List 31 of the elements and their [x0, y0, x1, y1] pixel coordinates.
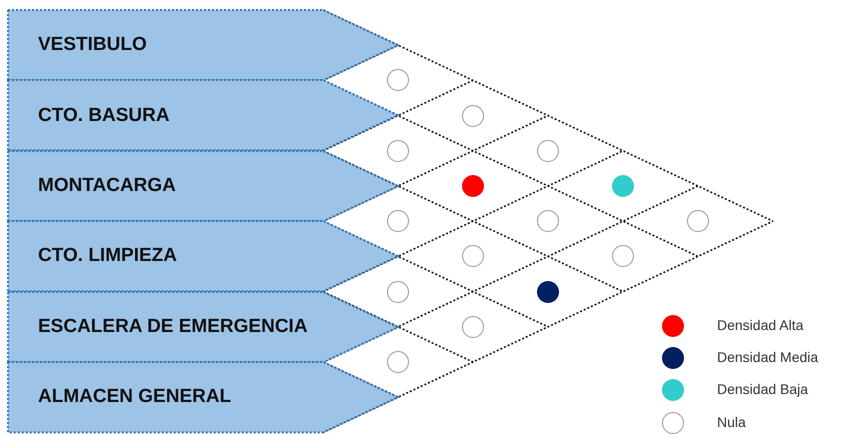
row-arrow-box — [8, 362, 398, 432]
circle-marker — [387, 140, 409, 162]
circle-marker — [387, 280, 409, 303]
row-label: CTO. LIMPIEZA — [38, 244, 177, 268]
row-label: CTO. BASURA — [38, 104, 170, 128]
row-label: MONTACARGA — [38, 174, 176, 198]
circle-marker — [537, 280, 559, 303]
circle-marker — [387, 351, 409, 373]
legend-label: Densidad Baja — [717, 381, 808, 397]
circle-marker — [387, 210, 409, 232]
circle-marker — [687, 210, 709, 232]
circle-marker — [462, 245, 484, 268]
row-arrow-box — [8, 292, 398, 362]
row-label: ALMACEN GENERAL — [38, 385, 232, 410]
row-arrow-box — [8, 221, 398, 292]
legend-label: Densidad Media — [717, 349, 818, 365]
circle-marker — [462, 316, 484, 338]
row-arrow-box — [8, 80, 398, 151]
row-label: ESCALERA DE EMERGENCIA — [38, 314, 308, 339]
legend-label: Densidad Alta — [717, 317, 804, 333]
circle-marker — [537, 210, 559, 232]
legend-label: Nula — [717, 414, 746, 430]
row-arrow-box — [8, 150, 398, 222]
circle-marker — [612, 245, 634, 268]
row-arrow-box — [8, 10, 398, 80]
circle-marker — [462, 175, 484, 197]
row-label: VESTIBULO — [38, 33, 147, 58]
circle-marker — [387, 69, 409, 92]
circle-marker — [462, 104, 484, 127]
circle-marker — [537, 140, 559, 162]
circle-marker — [612, 175, 634, 197]
